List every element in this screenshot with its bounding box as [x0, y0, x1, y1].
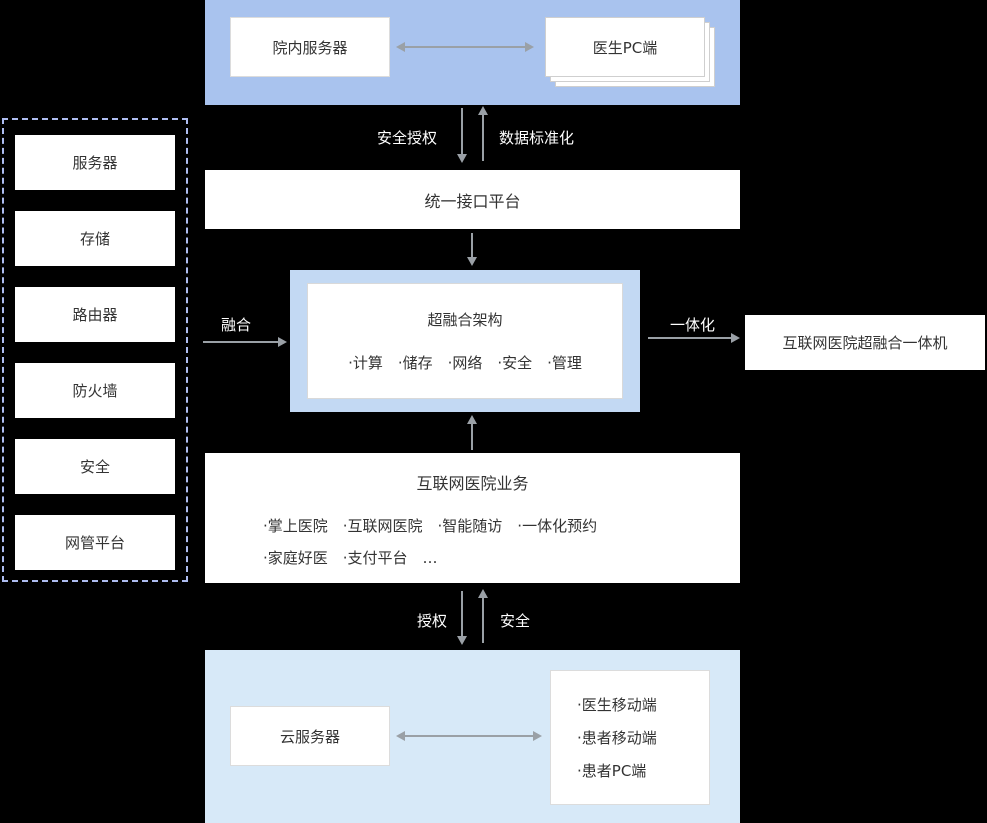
arrow-right-icon [203, 337, 287, 347]
arrow-down-icon [457, 591, 467, 645]
arrow-right-icon [648, 333, 740, 343]
edge-label-security-auth: 安全授权 [377, 129, 438, 147]
infra-item-network-mgmt: 网管平台 [15, 515, 175, 570]
cloud-server-node: 云服务器 [230, 706, 390, 766]
hospital-server-node: 院内服务器 [230, 17, 390, 77]
arrow-down-icon [467, 233, 477, 266]
edge-label-data-standardization: 数据标准化 [499, 129, 575, 147]
infra-item-firewall: 防火墙 [15, 363, 175, 418]
hospital-lan-panel: 院内服务器 医生PC端 [205, 0, 740, 105]
client-patient-mobile: ·患者移动端 [577, 729, 657, 747]
interface-platform-node: 统一接口平台 [205, 170, 740, 229]
client-patient-pc: ·患者PC端 [577, 762, 647, 780]
edge-label-integration: 一体化 [670, 316, 716, 334]
business-panel: 互联网医院业务 ·掌上医院 ·互联网医院 ·智能随访 ·一体化预约 ·家庭好医 … [205, 453, 740, 583]
cloud-panel: 云服务器 ·医生移动端 ·患者移动端 ·患者PC端 [205, 650, 740, 823]
bidirectional-arrow-icon [396, 731, 542, 741]
hyper-converged-items: ·计算 ·储存 ·网络 ·安全 ·管理 [348, 354, 582, 372]
appliance-node: 互联网医院超融合一体机 [745, 315, 985, 370]
client-doctor-mobile: ·医生移动端 [577, 696, 657, 714]
hyper-converged-node: 超融合架构 ·计算 ·储存 ·网络 ·安全 ·管理 [307, 283, 623, 399]
infra-item-server: 服务器 [15, 135, 175, 190]
arrow-up-icon [478, 106, 488, 161]
infrastructure-panel: 服务器 存储 路由器 防火墙 安全 网管平台 [2, 118, 188, 582]
doctor-pc-node: 医生PC端 [545, 17, 705, 77]
hyper-converged-title: 超融合架构 [427, 311, 503, 329]
business-title: 互联网医院业务 [416, 474, 529, 493]
edge-label-fusion: 融合 [221, 316, 252, 334]
business-services-line2: ·家庭好医 ·支付平台 … [263, 549, 438, 567]
edge-label-security: 安全 [500, 612, 531, 630]
infra-item-security: 安全 [15, 439, 175, 494]
edge-label-authorization: 授权 [417, 612, 448, 630]
arrow-up-icon [478, 589, 488, 643]
infra-item-router: 路由器 [15, 287, 175, 342]
arrow-down-icon [457, 108, 467, 163]
arrow-up-icon [467, 415, 477, 450]
clients-node: ·医生移动端 ·患者移动端 ·患者PC端 [550, 670, 710, 805]
doctor-pc-stack: 医生PC端 [545, 17, 715, 87]
hyper-converged-panel: 超融合架构 ·计算 ·储存 ·网络 ·安全 ·管理 [290, 270, 640, 412]
bidirectional-arrow-icon [396, 42, 534, 52]
business-services-line1: ·掌上医院 ·互联网医院 ·智能随访 ·一体化预约 [263, 517, 598, 535]
infra-item-storage: 存储 [15, 211, 175, 266]
